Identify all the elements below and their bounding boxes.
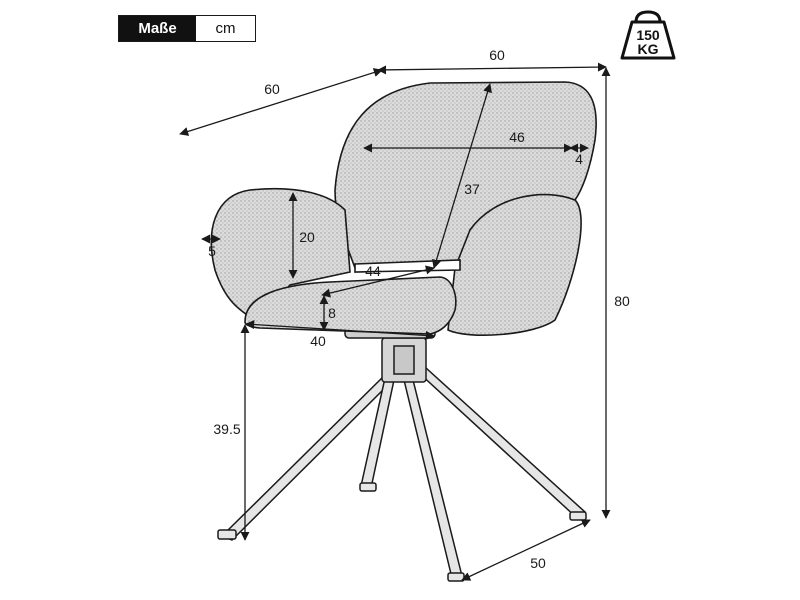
armrest-height-label: 20 — [299, 229, 315, 245]
seat-depth-line — [321, 265, 435, 298]
seat-width-label: 40 — [310, 333, 326, 349]
weight-unit: KG — [638, 41, 659, 57]
base-span-line — [461, 519, 591, 581]
side-thickness-label: 5 — [208, 243, 216, 259]
chair-base — [217, 325, 587, 582]
weight-number: 150 — [636, 27, 660, 43]
seat-thickness-label: 8 — [328, 305, 336, 321]
backrest-height-line — [432, 83, 492, 269]
unit-label-box: Maße cm — [118, 15, 256, 42]
chair-shell — [210, 81, 597, 336]
depth-line — [179, 68, 383, 136]
backrest-height-label: 37 — [464, 181, 480, 197]
dimension-lines — [179, 62, 611, 581]
unit-label-value: cm — [215, 20, 236, 37]
base-span-label: 50 — [530, 555, 546, 571]
total-height-label: 80 — [614, 293, 630, 309]
depth-label: 60 — [264, 81, 280, 97]
width-line — [377, 62, 607, 75]
seat-height-label: 39.5 — [213, 421, 240, 437]
weight-icon: 150 KG — [620, 10, 676, 60]
seat-depth-label: 44 — [365, 263, 381, 279]
width-label: 60 — [489, 47, 505, 63]
armrest-thickness-label: 4 — [575, 151, 583, 167]
unit-label-title: Maße — [119, 16, 196, 41]
dimension-labels: 60 60 46 4 37 20 5 44 8 40 39.5 80 50 — [208, 47, 630, 571]
seat-width-line — [245, 319, 435, 341]
inner-width-label: 46 — [509, 129, 525, 145]
